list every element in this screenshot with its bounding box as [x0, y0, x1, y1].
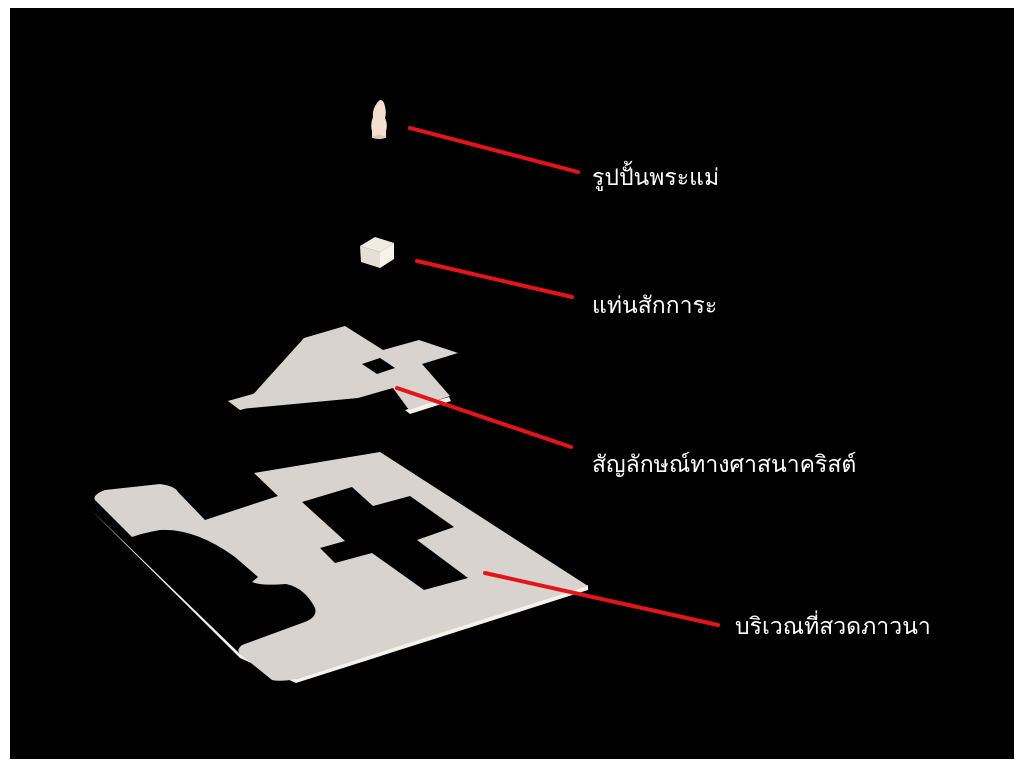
diagram-canvas: [10, 8, 1014, 759]
cross-label: สัญลักษณ์ทางศาสนาคริสต์: [592, 451, 856, 478]
cross-leader-line: [395, 386, 573, 449]
cross-slab: [228, 326, 458, 414]
pedestal-cube: [360, 237, 394, 268]
statue-figure: [371, 100, 387, 139]
prayer-area-cross-cutout: [302, 487, 468, 590]
prayer-area-surface: [94, 452, 588, 681]
prayer-area-slab: [90, 452, 588, 683]
prayer-area-leader-line: [483, 571, 720, 627]
statue-label: รูปปั้นพระแม่: [592, 161, 719, 191]
statue-leader-line: [408, 126, 580, 174]
pedestal-label: แท่นสักการะ: [592, 293, 717, 319]
cross-center-hole: [362, 358, 395, 374]
prayer-area-label: บริเวณที่สวดภาวนา: [735, 610, 931, 640]
pedestal-leader-line: [415, 259, 574, 299]
